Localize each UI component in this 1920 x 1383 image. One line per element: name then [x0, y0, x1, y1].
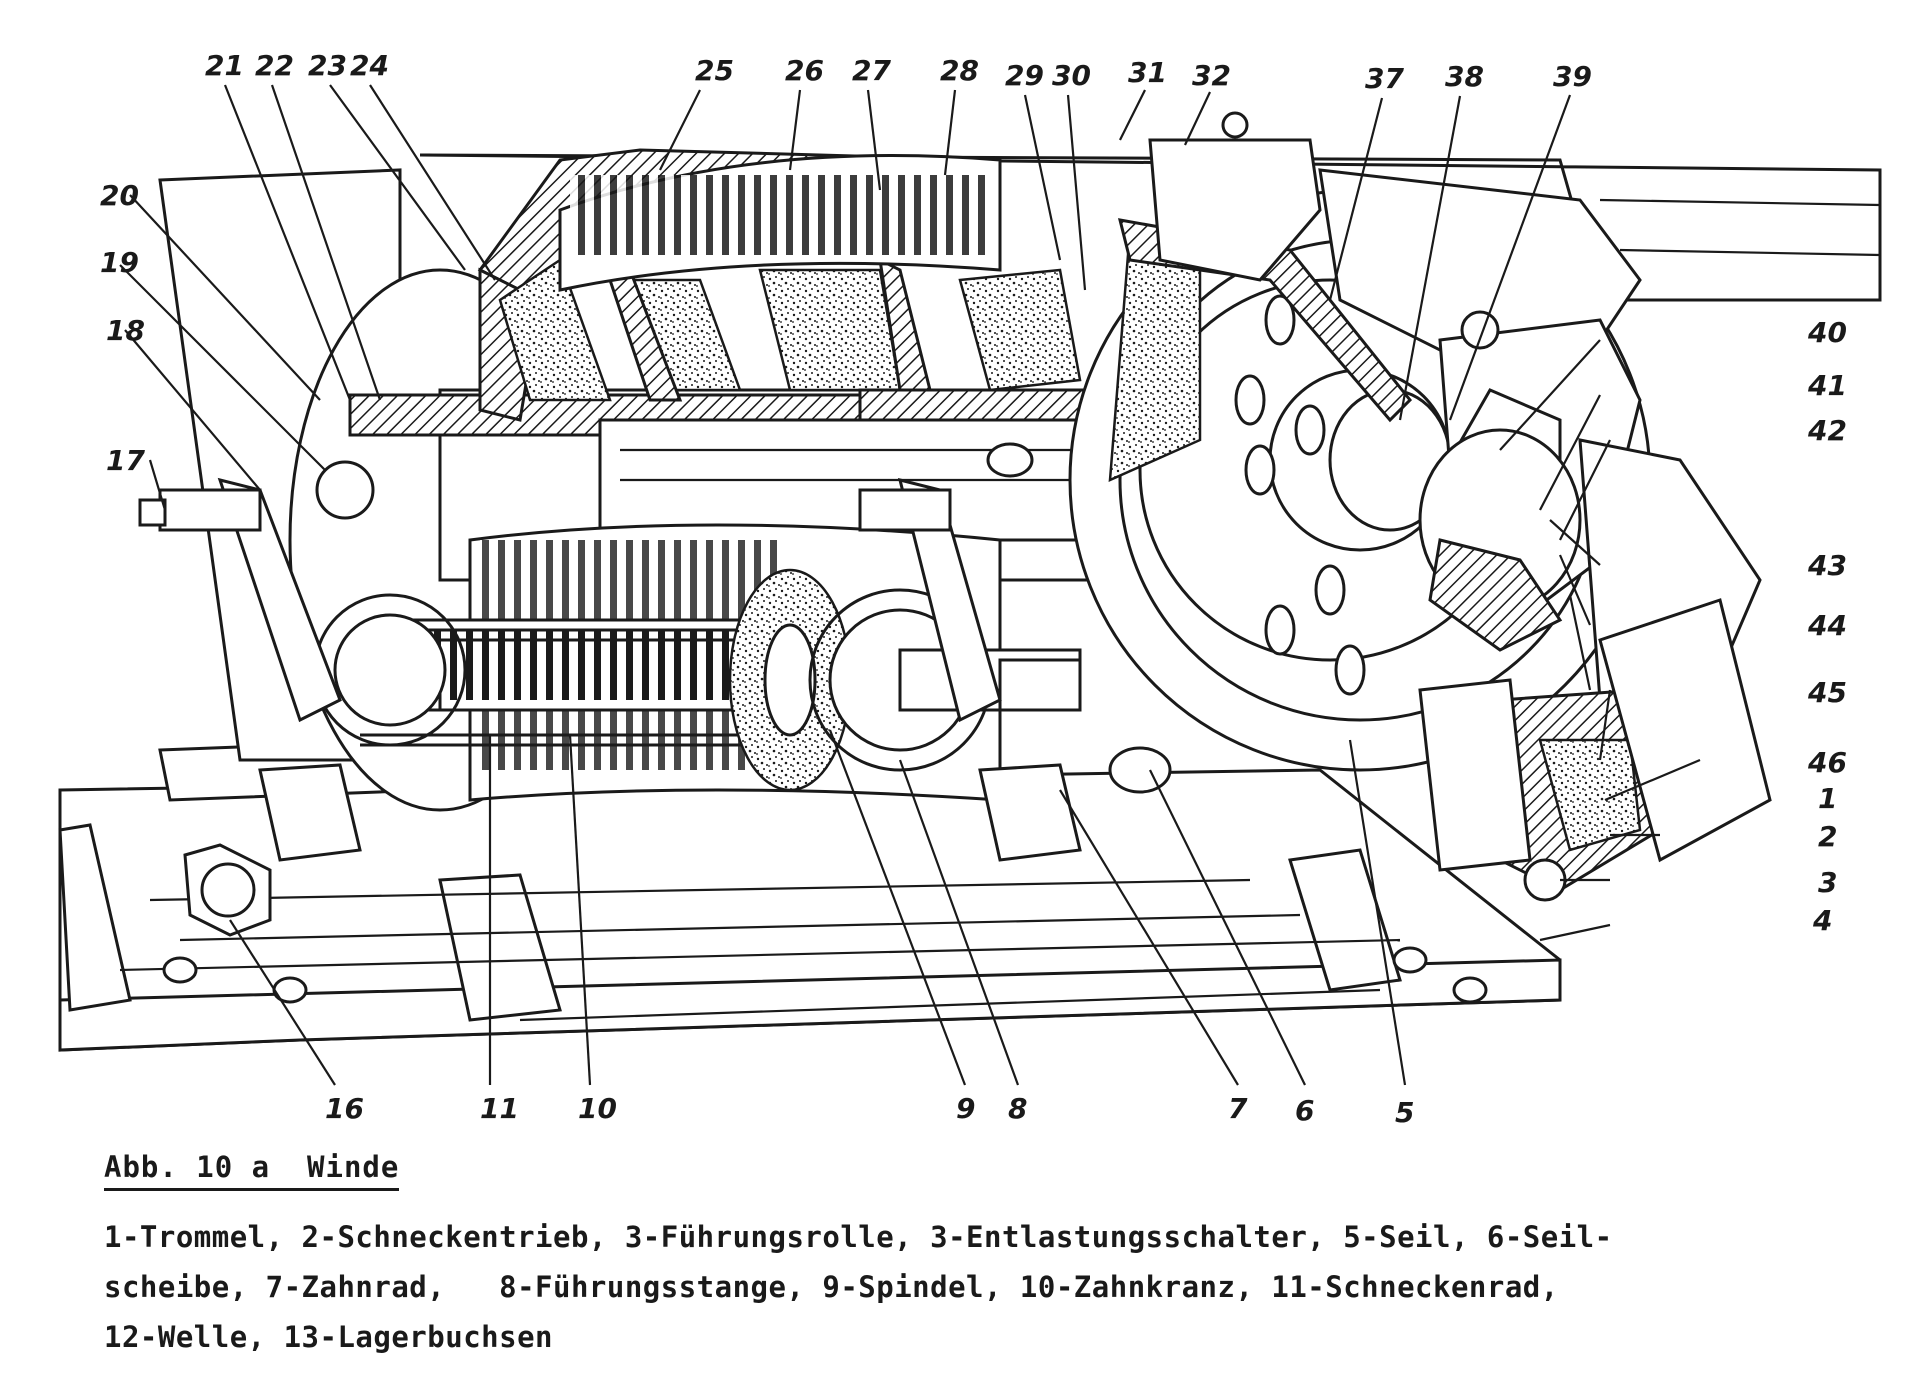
- part-label-41: 41: [1807, 369, 1847, 402]
- part-label-25: 25: [695, 54, 734, 87]
- part-label-1: 1: [1818, 782, 1837, 815]
- part-label-4: 4: [1812, 904, 1832, 937]
- part-label-11: 11: [480, 1092, 519, 1125]
- part-labels-bottom: 16 11 10 9 8 7 6 5: [325, 1092, 1414, 1129]
- part-labels-right: 40 41 42 43 44 45 46 1 2 3 4: [1807, 316, 1847, 937]
- legend-line-2: scheibe, 7-Zahnrad, 8-Führungsstange, 9-…: [104, 1270, 1559, 1304]
- legend-line-3: 12-Welle, 13-Lagerbuchsen: [104, 1320, 553, 1354]
- part-label-16: 16: [325, 1092, 364, 1125]
- part-label-27: 27: [852, 54, 891, 87]
- part-label-20: 20: [100, 179, 139, 212]
- part-label-2: 2: [1818, 820, 1837, 853]
- part-label-9: 9: [956, 1092, 975, 1125]
- part-labels-left: 20 19 18 17: [100, 179, 145, 477]
- part-label-19: 19: [100, 246, 139, 279]
- part-label-21: 21: [205, 49, 244, 82]
- part-label-7: 7: [1228, 1092, 1248, 1125]
- part-label-42: 42: [1807, 414, 1847, 447]
- part-label-5: 5: [1395, 1096, 1414, 1129]
- part-label-31: 31: [1128, 56, 1167, 89]
- part-label-39: 39: [1553, 60, 1592, 93]
- part-label-32: 32: [1192, 59, 1231, 92]
- part-label-46: 46: [1807, 746, 1847, 779]
- legend-line-1: 1-Trommel, 2-Schneckentrieb, 3-Führungsr…: [104, 1220, 1613, 1254]
- part-label-24: 24: [350, 49, 389, 82]
- part-label-30: 30: [1052, 59, 1091, 92]
- gearbox-cover: [1148, 111, 1772, 902]
- part-label-8: 8: [1008, 1092, 1027, 1125]
- parts-legend: 1-Trommel, 2-Schneckentrieb, 3-Führungsr…: [104, 1212, 1804, 1362]
- part-label-43: 43: [1807, 549, 1847, 582]
- part-label-17: 17: [106, 444, 145, 477]
- part-label-28: 28: [940, 54, 979, 87]
- spindle-assembly: [138, 442, 1172, 862]
- part-label-40: 40: [1807, 316, 1847, 349]
- part-label-18: 18: [106, 314, 145, 347]
- part-label-22: 22: [255, 49, 294, 82]
- part-label-29: 29: [1005, 59, 1044, 92]
- figure-caption-title: Abb. 10 a Winde: [104, 1150, 400, 1191]
- part-label-26: 26: [785, 54, 824, 87]
- part-label-6: 6: [1295, 1094, 1314, 1127]
- leader-lines: [119, 84, 1701, 1086]
- part-label-37: 37: [1365, 62, 1404, 95]
- part-labels-top: 21 22 23 24 25 26 27 28 29 30 31 32 37 3…: [205, 49, 1592, 95]
- part-label-44: 44: [1807, 609, 1847, 642]
- part-label-45: 45: [1807, 676, 1847, 709]
- part-label-23: 23: [308, 49, 347, 82]
- part-label-10: 10: [578, 1092, 617, 1125]
- part-label-38: 38: [1445, 60, 1484, 93]
- part-label-3: 3: [1818, 866, 1837, 899]
